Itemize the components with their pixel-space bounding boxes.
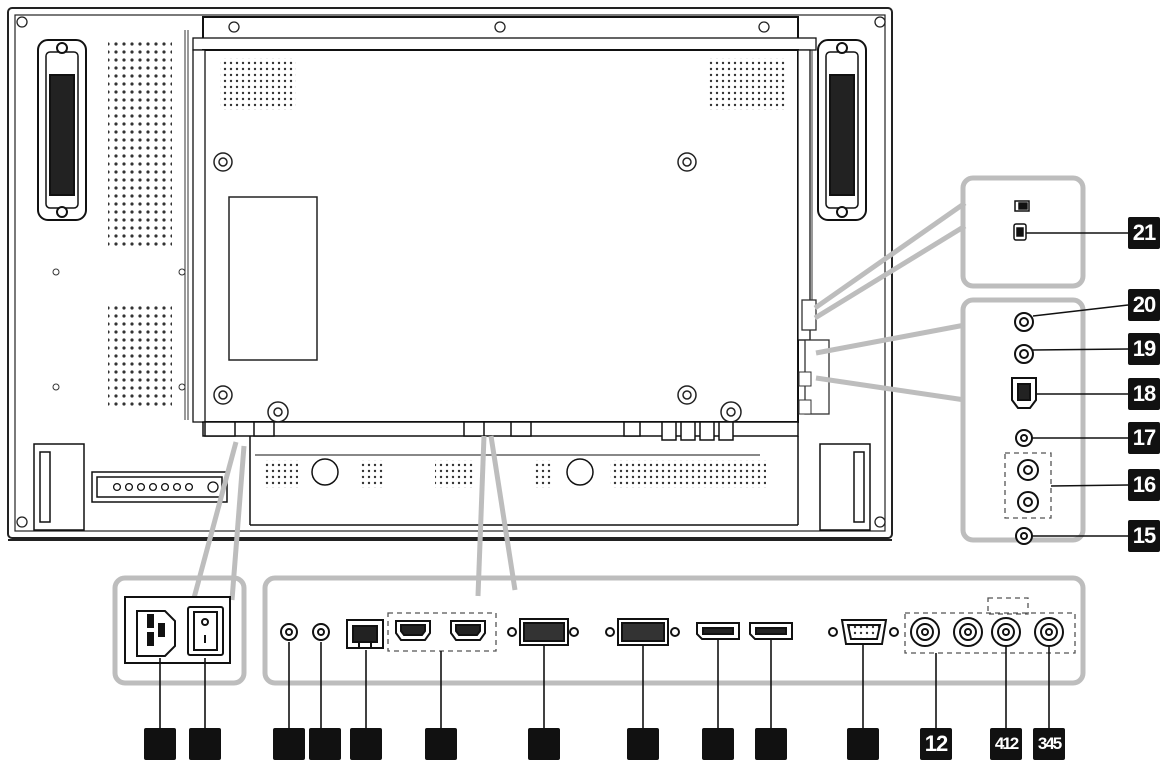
bottom-leader-lines — [159, 639, 1050, 728]
side-jack-20 — [1014, 312, 1034, 332]
callout-16: 16 — [1128, 469, 1160, 501]
plate-vent-right — [708, 58, 786, 110]
left-vent-lower — [108, 305, 172, 410]
leader-20 — [1032, 304, 1129, 317]
callout-1 — [144, 728, 176, 760]
leader-19 — [1032, 348, 1129, 351]
callout-13: 412 — [990, 728, 1022, 760]
side-jack-19 — [1014, 344, 1034, 364]
callout-21: 21 — [1128, 217, 1160, 249]
strip-vent-4 — [535, 460, 551, 488]
power-switch — [187, 606, 224, 656]
callout-frames — [112, 175, 1086, 686]
displayport-1 — [696, 622, 740, 640]
callout-4 — [309, 728, 341, 760]
power-inlet-dots — [112, 481, 219, 493]
strip-vent-1 — [264, 460, 298, 488]
callout-18: 18 — [1128, 378, 1160, 410]
hdmi-group-frame — [387, 612, 497, 652]
callout-connectors — [191, 200, 967, 601]
callout-19: 19 — [1128, 333, 1160, 365]
leader-16 — [1050, 484, 1129, 487]
right-handle — [817, 39, 867, 221]
callout-11 — [847, 728, 879, 760]
callout-14: 345 — [1033, 728, 1065, 760]
usb-port — [1013, 223, 1027, 241]
callout-7 — [528, 728, 560, 760]
callout-6 — [425, 728, 457, 760]
dvi-port-1 — [507, 618, 579, 646]
left-panel-details — [52, 30, 189, 420]
callout-8 — [627, 728, 659, 760]
audio-jack-2 — [312, 623, 330, 641]
bnc-connectors — [910, 617, 1064, 647]
side-hdmi-18 — [1011, 377, 1037, 409]
usb-icon-small — [1014, 200, 1030, 212]
dvi-port-2 — [605, 618, 680, 646]
strip-vent-5 — [610, 460, 766, 488]
rj45-port — [346, 619, 384, 649]
callout-17: 17 — [1128, 422, 1160, 454]
callout-10 — [755, 728, 787, 760]
vesa-mount-holes — [213, 152, 742, 423]
plate-top-screws — [228, 21, 770, 33]
callout-3 — [273, 728, 305, 760]
label-area — [228, 196, 318, 361]
side-rca-16 — [1017, 459, 1039, 513]
displayport-2 — [749, 622, 793, 640]
hdmi-port-1 — [395, 620, 431, 641]
bnc-group-frame — [904, 612, 1076, 654]
left-vent-upper — [108, 40, 172, 250]
vga-port — [828, 619, 899, 645]
strip-vent-3 — [435, 460, 475, 488]
rca-group-frame — [1004, 452, 1052, 519]
bottom-connector-strip — [202, 421, 799, 526]
strip-vent-2 — [361, 460, 385, 488]
power-inlet-on-monitor — [91, 471, 228, 503]
callout-5 — [350, 728, 382, 760]
callout-2 — [189, 728, 221, 760]
corner-screws — [16, 16, 886, 528]
stand-brackets — [33, 443, 871, 531]
callout-9 — [702, 728, 734, 760]
hdmi-port-2 — [450, 620, 486, 641]
callout-12: 12 — [920, 728, 952, 760]
plate-vent-left — [220, 58, 296, 110]
bnc-sub-frame — [987, 597, 1029, 615]
callout-20: 20 — [1128, 289, 1160, 321]
audio-jack-1 — [280, 623, 298, 641]
callout-15: 15 — [1128, 520, 1160, 552]
left-handle — [37, 39, 87, 221]
side-jack-17 — [1015, 429, 1033, 447]
side-jack-15 — [1015, 527, 1033, 545]
